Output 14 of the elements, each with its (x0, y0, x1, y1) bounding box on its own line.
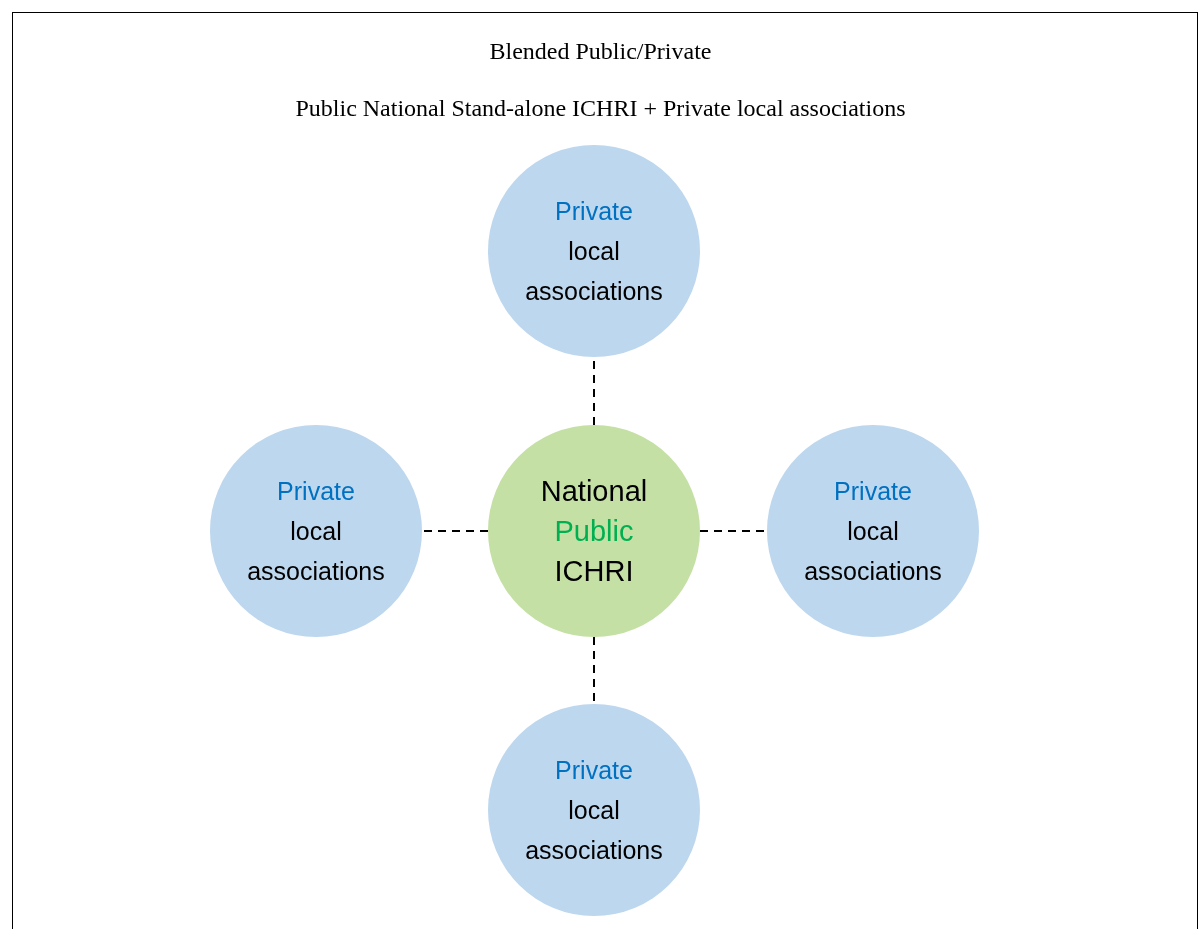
node-text: local associations (803, 516, 943, 587)
node-text: Private (833, 476, 913, 507)
node-text: local associations (524, 795, 664, 866)
node-text: National (539, 474, 649, 509)
title: Blended Public/Private (488, 38, 713, 65)
node-text: Private (554, 196, 634, 227)
node-text: Private (276, 476, 356, 507)
node-text: Private (554, 755, 634, 786)
node-text: local associations (246, 516, 386, 587)
subtitle: Public National Stand-alone ICHRI + Private local associations (294, 95, 907, 122)
dashed-connector (421, 530, 489, 532)
node-text: local associations (524, 236, 664, 307)
node-text: ICHRI (553, 554, 635, 589)
node-text: Public (553, 514, 635, 549)
